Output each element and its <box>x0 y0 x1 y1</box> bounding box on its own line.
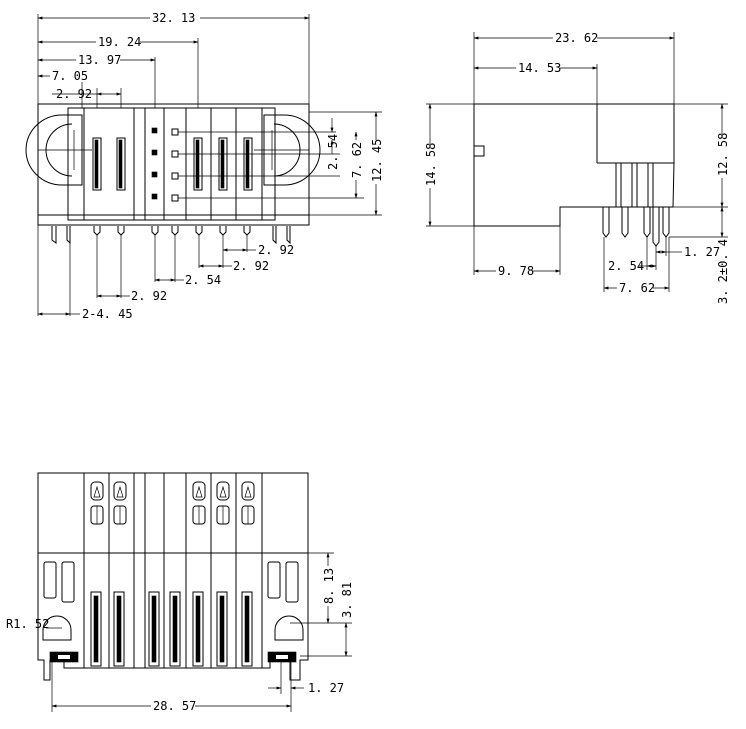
top-pins <box>51 226 291 245</box>
dim-side-pitch-2-54: 2. 54 <box>608 259 644 273</box>
dim-14-53: 14. 53 <box>518 61 561 75</box>
dim-overall-length: 23. 62 <box>555 31 598 45</box>
dim-19-24: 19. 24 <box>98 35 141 49</box>
dim-7-05: 7. 05 <box>52 69 88 83</box>
dim-front-pitch-1-27: 1. 27 <box>308 681 344 695</box>
dim-height-12-45: 12. 45 <box>370 139 384 182</box>
top-inner-frame <box>67 107 276 221</box>
dim-overall-width: 32. 13 <box>152 11 195 25</box>
dim-3-81: 3. 81 <box>340 582 354 618</box>
dim-2-92-top: 2. 92 <box>56 87 92 101</box>
front-view: 8. 13 3. 81 R1. 52 28. 57 1. 27 <box>6 472 354 713</box>
signal-contacts <box>151 127 179 202</box>
dim-pitch-2-92-c: 2. 92 <box>131 289 167 303</box>
left-latch <box>25 114 83 186</box>
dim-height-12-58: 12. 58 <box>716 133 730 176</box>
top-body-outline <box>37 103 310 226</box>
front-contacts <box>90 591 253 667</box>
front-body-outline <box>37 472 309 681</box>
power-blades <box>92 137 253 191</box>
dim-9-78: 9. 78 <box>498 264 534 278</box>
side-pins <box>602 207 670 247</box>
dim-pin-length: 3. 2±0. 4 <box>716 239 730 304</box>
dim-radius: R1. 52 <box>6 617 49 631</box>
dim-pitch-2-54-right: 2. 54 <box>326 134 340 170</box>
top-view: 32. 13 19. 24 13. 97 7. 05 2. 92 2. 54 7… <box>25 11 384 321</box>
side-view: 23. 62 14. 53 14. 58 12. 58 3. 2±0. 4 9.… <box>424 31 730 304</box>
dim-mount-28-57: 28. 57 <box>153 699 196 713</box>
dim-pitch-2-92-b: 2. 92 <box>233 259 269 273</box>
right-mount-hole <box>274 615 304 641</box>
dim-side-row-7-62: 7. 62 <box>619 281 655 295</box>
dim-pitch-2-54-bottom: 2. 54 <box>185 273 221 287</box>
right-latch <box>263 114 321 186</box>
left-mount-hole <box>42 615 72 641</box>
dim-height-14-58: 14. 58 <box>424 143 438 186</box>
dim-side-pitch-1-27: 1. 27 <box>684 245 720 259</box>
dim-pitch-2-92-a: 2. 92 <box>258 243 294 257</box>
dim-pin-dia: 2-4. 45 <box>82 307 133 321</box>
dim-13-97: 13. 97 <box>78 53 121 67</box>
dim-row-7-62: 7. 62 <box>350 142 364 178</box>
front-keys <box>90 481 255 525</box>
dim-8-13: 8. 13 <box>322 568 336 604</box>
